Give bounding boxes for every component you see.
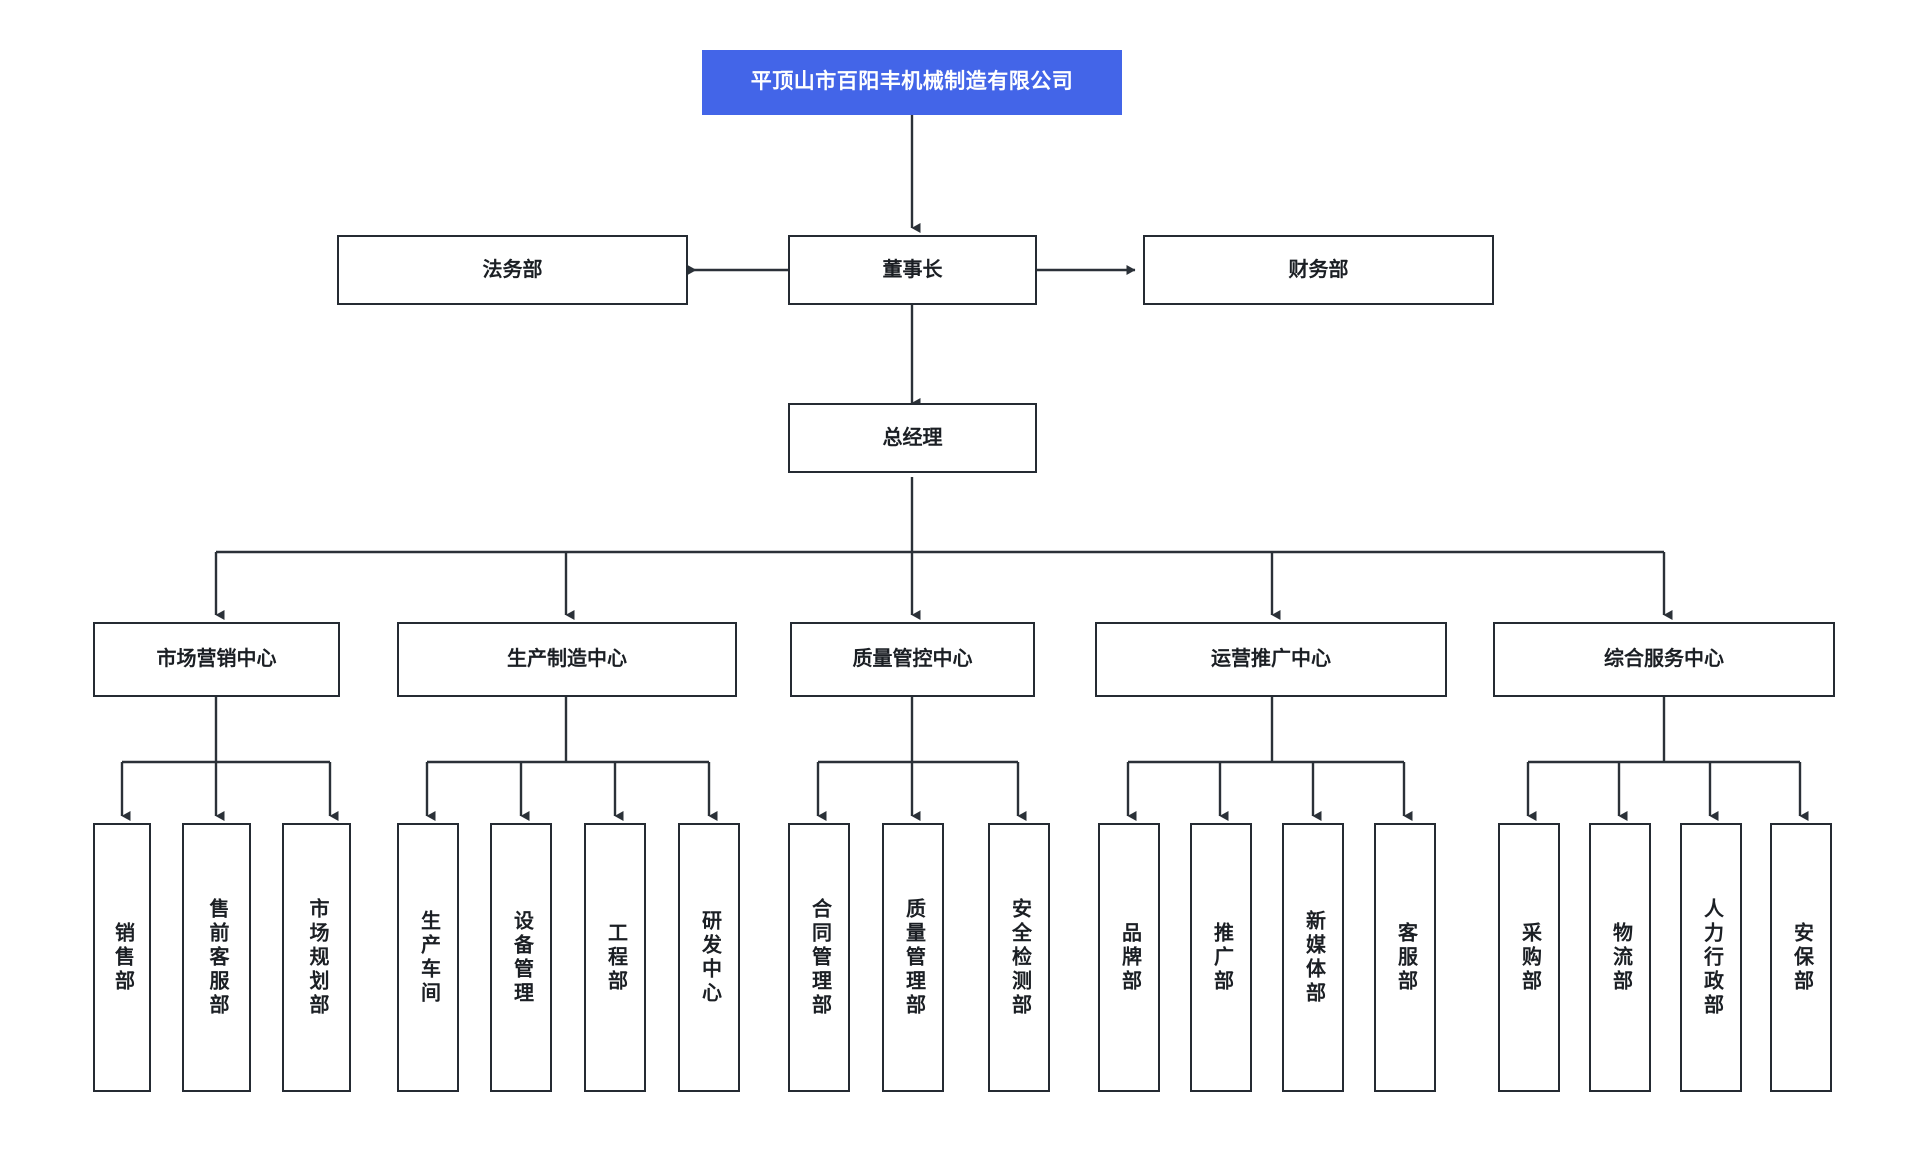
node-general-manager-label: 总经理 [882, 426, 943, 449]
node-dept-logistics[interactable]: 物流部 [1589, 823, 1651, 1092]
node-center-marketing-label: 市场营销中心 [156, 648, 277, 670]
node-dept-security[interactable]: 安保部 [1770, 823, 1832, 1092]
node-chairman[interactable]: 董事长 [788, 235, 1037, 305]
node-dept-market-planning[interactable]: 市场规划部 [282, 823, 351, 1092]
node-dept-safety-inspection[interactable]: 安全检测部 [988, 823, 1050, 1092]
node-dept-engineering-label: 工程部 [604, 921, 627, 994]
node-dept-customer-service[interactable]: 客服部 [1374, 823, 1436, 1092]
node-dept-new-media[interactable]: 新媒体部 [1282, 823, 1344, 1092]
node-center-operations-label: 运营推广中心 [1211, 648, 1331, 670]
node-finance-department[interactable]: 财务部 [1143, 235, 1494, 305]
node-dept-quality-management[interactable]: 质量管理部 [882, 823, 944, 1092]
node-dept-rnd-center-label: 研发中心 [698, 909, 721, 1006]
node-dept-logistics-label: 物流部 [1609, 921, 1632, 994]
node-dept-production-workshop[interactable]: 生产车间 [397, 823, 459, 1092]
node-dept-promotion[interactable]: 推广部 [1190, 823, 1252, 1092]
node-center-manufacturing-label: 生产制造中心 [507, 648, 627, 670]
node-dept-sales[interactable]: 销售部 [93, 823, 151, 1092]
node-dept-hr-administration-label: 人力行政部 [1700, 897, 1723, 1018]
node-company-root[interactable]: 平顶山市百阳丰机械制造有限公司 [702, 50, 1122, 115]
node-center-quality-label: 质量管控中心 [852, 648, 973, 670]
node-dept-customer-service-label: 客服部 [1394, 921, 1417, 994]
node-dept-procurement-label: 采购部 [1518, 921, 1541, 994]
node-dept-contract-management[interactable]: 合同管理部 [788, 823, 850, 1092]
node-center-services[interactable]: 综合服务中心 [1493, 622, 1835, 697]
node-company-root-label: 平顶山市百阳丰机械制造有限公司 [750, 70, 1074, 94]
node-legal-department-label: 法务部 [482, 258, 543, 281]
node-dept-quality-management-label: 质量管理部 [902, 897, 925, 1018]
node-dept-presales-service-label: 售前客服部 [206, 897, 228, 1018]
node-dept-production-workshop-label: 生产车间 [417, 909, 440, 1006]
node-dept-presales-service[interactable]: 售前客服部 [182, 823, 251, 1092]
node-dept-sales-label: 销售部 [111, 921, 134, 994]
node-dept-brand-label: 品牌部 [1118, 921, 1141, 994]
node-dept-market-planning-label: 市场规划部 [306, 897, 328, 1018]
node-chairman-label: 董事长 [882, 258, 943, 281]
node-dept-rnd-center[interactable]: 研发中心 [678, 823, 740, 1092]
node-general-manager[interactable]: 总经理 [788, 403, 1037, 473]
node-dept-promotion-label: 推广部 [1210, 921, 1233, 994]
node-dept-contract-management-label: 合同管理部 [808, 897, 831, 1018]
node-finance-department-label: 财务部 [1288, 258, 1349, 281]
node-dept-procurement[interactable]: 采购部 [1498, 823, 1560, 1092]
node-dept-engineering[interactable]: 工程部 [584, 823, 646, 1092]
node-center-marketing[interactable]: 市场营销中心 [93, 622, 340, 697]
node-center-services-label: 综合服务中心 [1604, 648, 1724, 670]
node-dept-safety-inspection-label: 安全检测部 [1008, 897, 1031, 1018]
node-center-operations[interactable]: 运营推广中心 [1095, 622, 1447, 697]
node-dept-equipment-management-label: 设备管理 [510, 909, 533, 1006]
node-center-manufacturing[interactable]: 生产制造中心 [397, 622, 737, 697]
node-dept-brand[interactable]: 品牌部 [1098, 823, 1160, 1092]
node-dept-new-media-label: 新媒体部 [1302, 909, 1325, 1006]
node-dept-equipment-management[interactable]: 设备管理 [490, 823, 552, 1092]
node-dept-hr-administration[interactable]: 人力行政部 [1680, 823, 1742, 1092]
node-center-quality[interactable]: 质量管控中心 [790, 622, 1035, 697]
node-legal-department[interactable]: 法务部 [337, 235, 688, 305]
node-dept-security-label: 安保部 [1790, 921, 1813, 994]
